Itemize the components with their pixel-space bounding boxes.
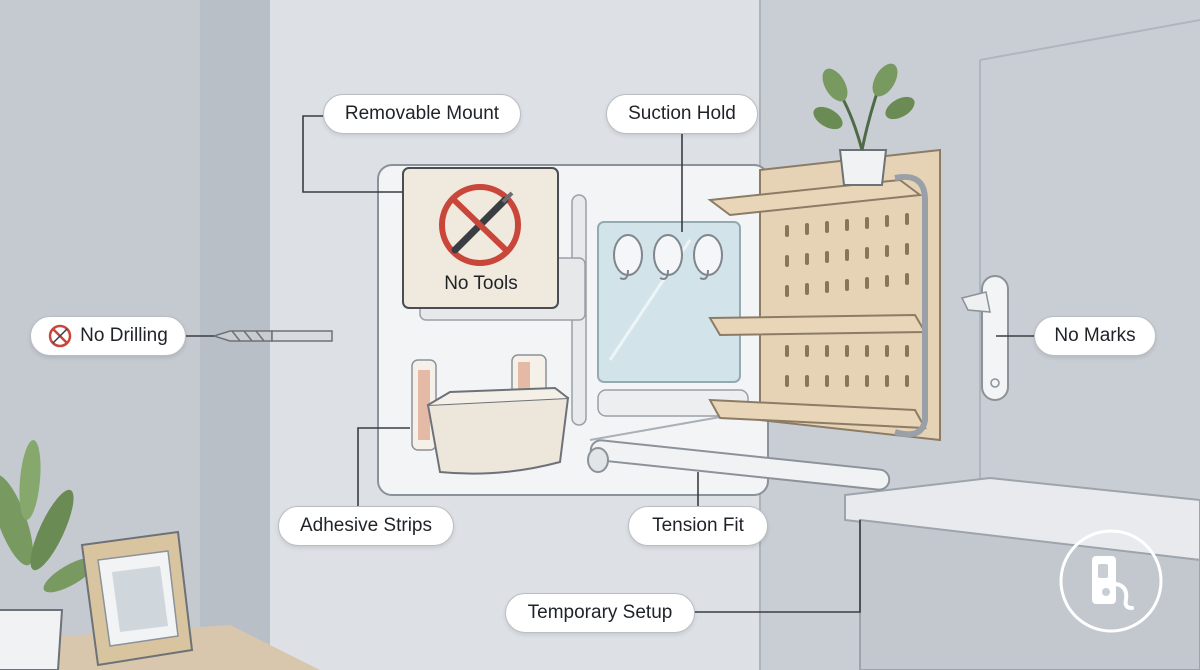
callout-leader-lines: [186, 115, 1036, 613]
plant-icon: [813, 63, 915, 186]
callout-removable-mount: Removable Mount: [323, 94, 521, 134]
counter-top: [844, 476, 1200, 562]
no-tools-label: No Tools: [444, 273, 518, 294]
prohibited-screwdriver-icon: [439, 184, 521, 266]
callout-label: Removable Mount: [344, 103, 500, 124]
callout-label: Suction Hold: [628, 103, 736, 124]
callout-adhesive-strips: Adhesive Strips: [278, 506, 454, 546]
callout-temporary-setup: Temporary Setup: [505, 593, 695, 633]
plant-icon: [0, 440, 97, 670]
callout-label: No Marks: [1054, 325, 1136, 346]
storage-basket: [426, 396, 570, 475]
removable-wall-hook: [960, 275, 1009, 401]
logo-badge-icon: [1059, 529, 1163, 633]
no-tools-sign: [402, 167, 559, 309]
callout-no-marks: No Marks: [1034, 316, 1156, 356]
no-drilling-icon: [48, 324, 72, 348]
callout-suction-hold: Suction Hold: [606, 94, 758, 134]
callout-label: Adhesive Strips: [299, 515, 432, 536]
drill-bit-icon: [211, 330, 333, 342]
callout-label: Temporary Setup: [527, 602, 673, 623]
callout-label: Tension Fit: [652, 515, 744, 536]
picture-frame-icon: [80, 530, 194, 667]
callout-tension-fit: Tension Fit: [628, 506, 768, 546]
suction-hook-icon: [613, 234, 723, 280]
callout-label: No Drilling: [80, 325, 168, 346]
tension-rod: [589, 439, 891, 491]
callout-no-drilling: No Drilling: [30, 316, 186, 356]
